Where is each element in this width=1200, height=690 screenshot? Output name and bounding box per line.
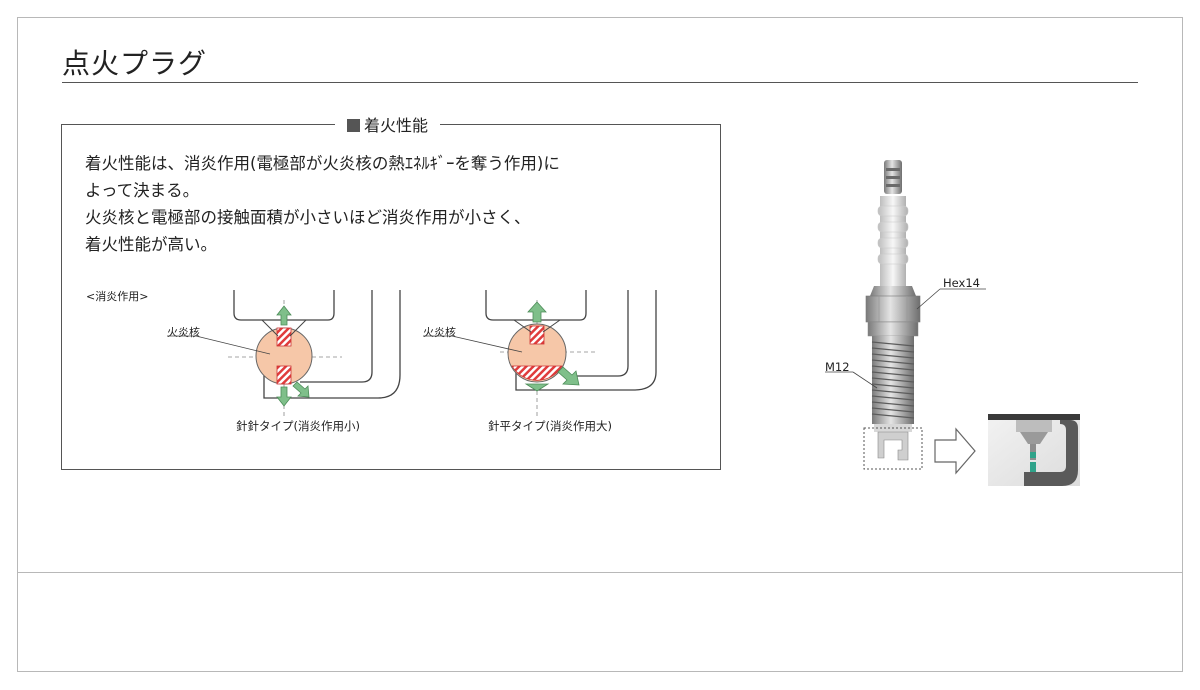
needle-flat-diagram <box>423 290 657 416</box>
hex-leader-line <box>916 288 941 310</box>
detail-highlight-box <box>863 427 923 470</box>
quench-section-label: <消炎作用> <box>86 290 149 303</box>
zoom-arrow-icon <box>934 427 976 475</box>
square-bullet-icon <box>347 119 360 132</box>
hex-body <box>865 295 921 323</box>
hex-size-label: Hex14 <box>943 276 980 290</box>
panel-heading: 着火性能 <box>335 112 441 136</box>
electrode-taper-left <box>513 319 532 333</box>
heat-flow-arrow-icon <box>557 366 580 386</box>
page-title: 点火プラグ <box>62 47 208 80</box>
page-frame <box>17 17 1183 672</box>
electrode-taper-right <box>542 319 561 333</box>
ground-electrode-inner <box>575 290 629 377</box>
description-line: 着火性能は、消炎作用(電極部が火炎核の熱ｴﾈﾙｷﾞｰを奪う作用)に <box>85 154 560 173</box>
panel-description: 着火性能は、消炎作用(電極部が火炎核の熱ｴﾈﾙｷﾞｰを奪う作用)に よって決まる… <box>85 150 560 258</box>
electrode-taper-right <box>289 319 307 337</box>
panel-heading-text: 着火性能 <box>364 116 429 135</box>
thread-leader-line <box>852 371 878 389</box>
footer-divider <box>17 572 1183 573</box>
description-line: 火炎核と電極部の接触面積が小さいほど消炎作用が小さく、 <box>85 208 531 227</box>
electrode-tip <box>877 431 909 461</box>
thread-size-label: M12 <box>825 360 850 374</box>
closeup-ground-electrode <box>1024 420 1078 486</box>
needle-needle-diagram <box>167 290 401 418</box>
left-diagram-caption: 針針タイプ(消炎作用小) <box>236 419 360 433</box>
right-diagram-caption: 針平タイプ(消炎作用大) <box>488 419 612 433</box>
electrode-taper-left <box>261 319 279 337</box>
heat-flow-arrow-icon <box>276 305 292 326</box>
ground-electrode-inner <box>300 290 373 383</box>
heat-flow-arrow-icon <box>292 381 310 398</box>
ground-electrode-tip <box>276 365 292 385</box>
spark-plug-illustration <box>825 160 986 470</box>
title-underline <box>62 82 1138 83</box>
center-electrode-tip <box>529 325 545 345</box>
ground-electrode-outer <box>263 290 401 399</box>
heat-flow-arrow-icon <box>276 386 292 407</box>
flat-ground-electrode-contact <box>511 365 563 381</box>
heat-flow-arrow-icon <box>527 301 547 323</box>
center-electrode-tip <box>276 327 292 347</box>
kernel-leader-line <box>451 335 523 353</box>
description-line: 着火性能が高い。 <box>85 235 217 254</box>
ground-electrode-outer <box>515 290 657 391</box>
kernel-leader-line <box>195 335 271 355</box>
description-line: よって決まる。 <box>85 181 200 200</box>
electrode-closeup <box>988 414 1080 486</box>
heat-flow-arrow-icon <box>524 383 550 392</box>
